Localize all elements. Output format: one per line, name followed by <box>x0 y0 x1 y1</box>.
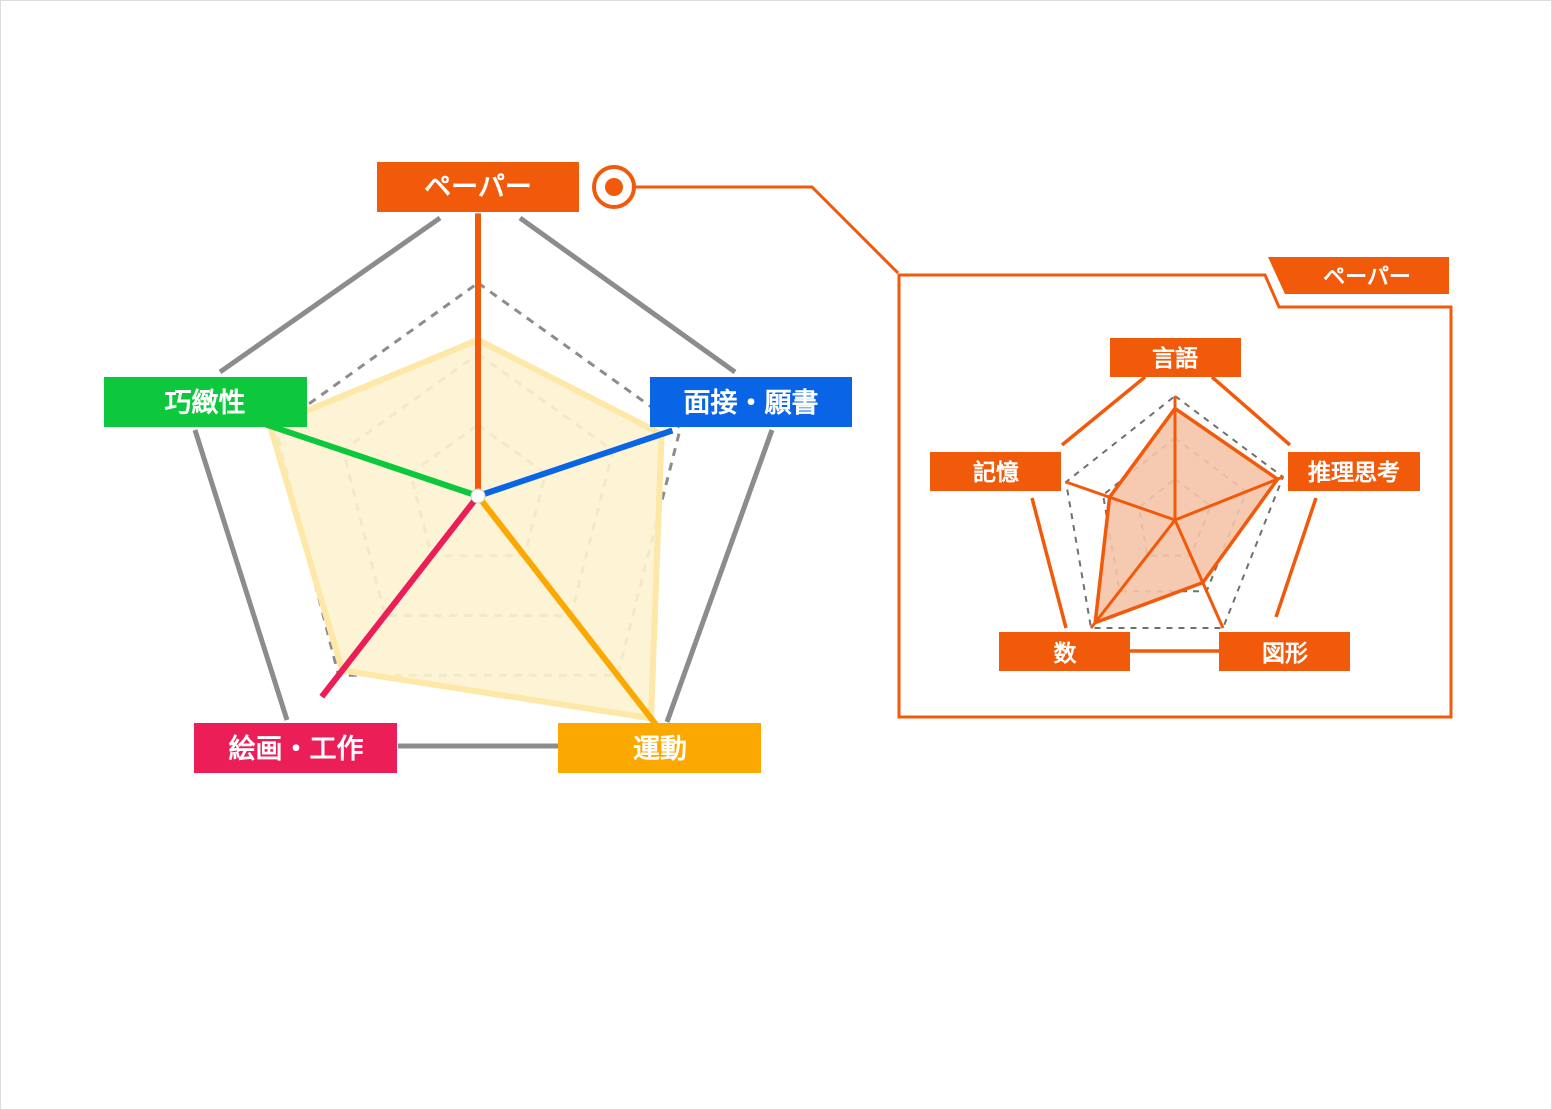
inset-axis-reasoning <box>1174 475 1284 522</box>
inset-outer-edge-5 <box>1060 375 1147 447</box>
main-grid-level-3 <box>273 281 683 677</box>
connector-line <box>634 185 900 275</box>
inset-label-memory-text: 記憶 <box>973 459 1019 486</box>
inset-label-numbers-text: 数 <box>1054 641 1078 667</box>
main-center-dot <box>470 488 486 504</box>
inset-axes <box>1065 396 1284 629</box>
detail-panel-border <box>897 273 1453 719</box>
main-axis-art <box>319 494 481 699</box>
inset-axis-shapes <box>1173 519 1225 629</box>
axis-label-paper[interactable]: ペーパー <box>377 162 579 212</box>
main-radar-chart: ペーパー 面接・願書 運動 絵画・工作 巧緻性 <box>104 162 852 773</box>
inset-label-reasoning-text: 推理思考 <box>1308 460 1400 486</box>
axis-label-dexterity[interactable]: 巧緻性 <box>104 377 307 427</box>
axis-label-interview[interactable]: 面接・願書 <box>650 377 852 427</box>
main-axis-motor <box>475 494 665 735</box>
detail-panel-tab <box>1268 257 1449 294</box>
outer-edge-paper-interview <box>518 215 737 375</box>
outer-edge-interview-motor <box>664 429 775 723</box>
inset-outer-edge-2 <box>1274 497 1318 618</box>
main-axes <box>239 213 674 735</box>
inset-axis-numbers <box>1089 519 1177 629</box>
axis-label-paper-text: ペーパー <box>424 172 532 203</box>
inset-label-language-text: 言語 <box>1152 345 1198 372</box>
inset-label-numbers[interactable]: 数 <box>999 632 1130 671</box>
main-axis-interview <box>477 427 674 499</box>
detail-connector <box>592 165 900 275</box>
inset-label-memory[interactable]: 記憶 <box>930 452 1061 491</box>
detail-panel: ペーパー 言語 推理思考 図形 数 記憶 <box>897 257 1453 719</box>
outer-edge-art-dexterity <box>192 429 290 721</box>
outer-edge-dexterity-paper <box>218 215 442 375</box>
axis-label-motor-text: 運動 <box>633 734 687 765</box>
axis-label-dexterity-text: 巧緻性 <box>165 387 246 419</box>
inset-label-language[interactable]: 言語 <box>1110 338 1241 377</box>
inset-axis-memory <box>1065 480 1176 522</box>
axis-label-motor[interactable]: 運動 <box>558 723 761 773</box>
inset-label-reasoning[interactable]: 推理思考 <box>1288 452 1420 491</box>
inset-grid-level-3 <box>1064 394 1285 629</box>
main-data-area <box>267 336 665 722</box>
inset-outer-edges <box>1030 375 1318 653</box>
connector-target-dot <box>605 178 623 196</box>
inset-outer-edge-1 <box>1210 375 1292 447</box>
inset-label-shapes-text: 図形 <box>1262 641 1308 667</box>
axis-label-art[interactable]: 絵画・工作 <box>194 723 397 773</box>
axis-label-art-text: 絵画・工作 <box>229 733 364 765</box>
main-axis-dexterity <box>239 413 479 499</box>
axis-label-interview-text: 面接・願書 <box>684 388 819 419</box>
inset-outer-edge-4 <box>1030 497 1068 629</box>
inset-label-shapes[interactable]: 図形 <box>1219 632 1350 671</box>
detail-panel-title: ペーパー <box>1323 265 1411 290</box>
